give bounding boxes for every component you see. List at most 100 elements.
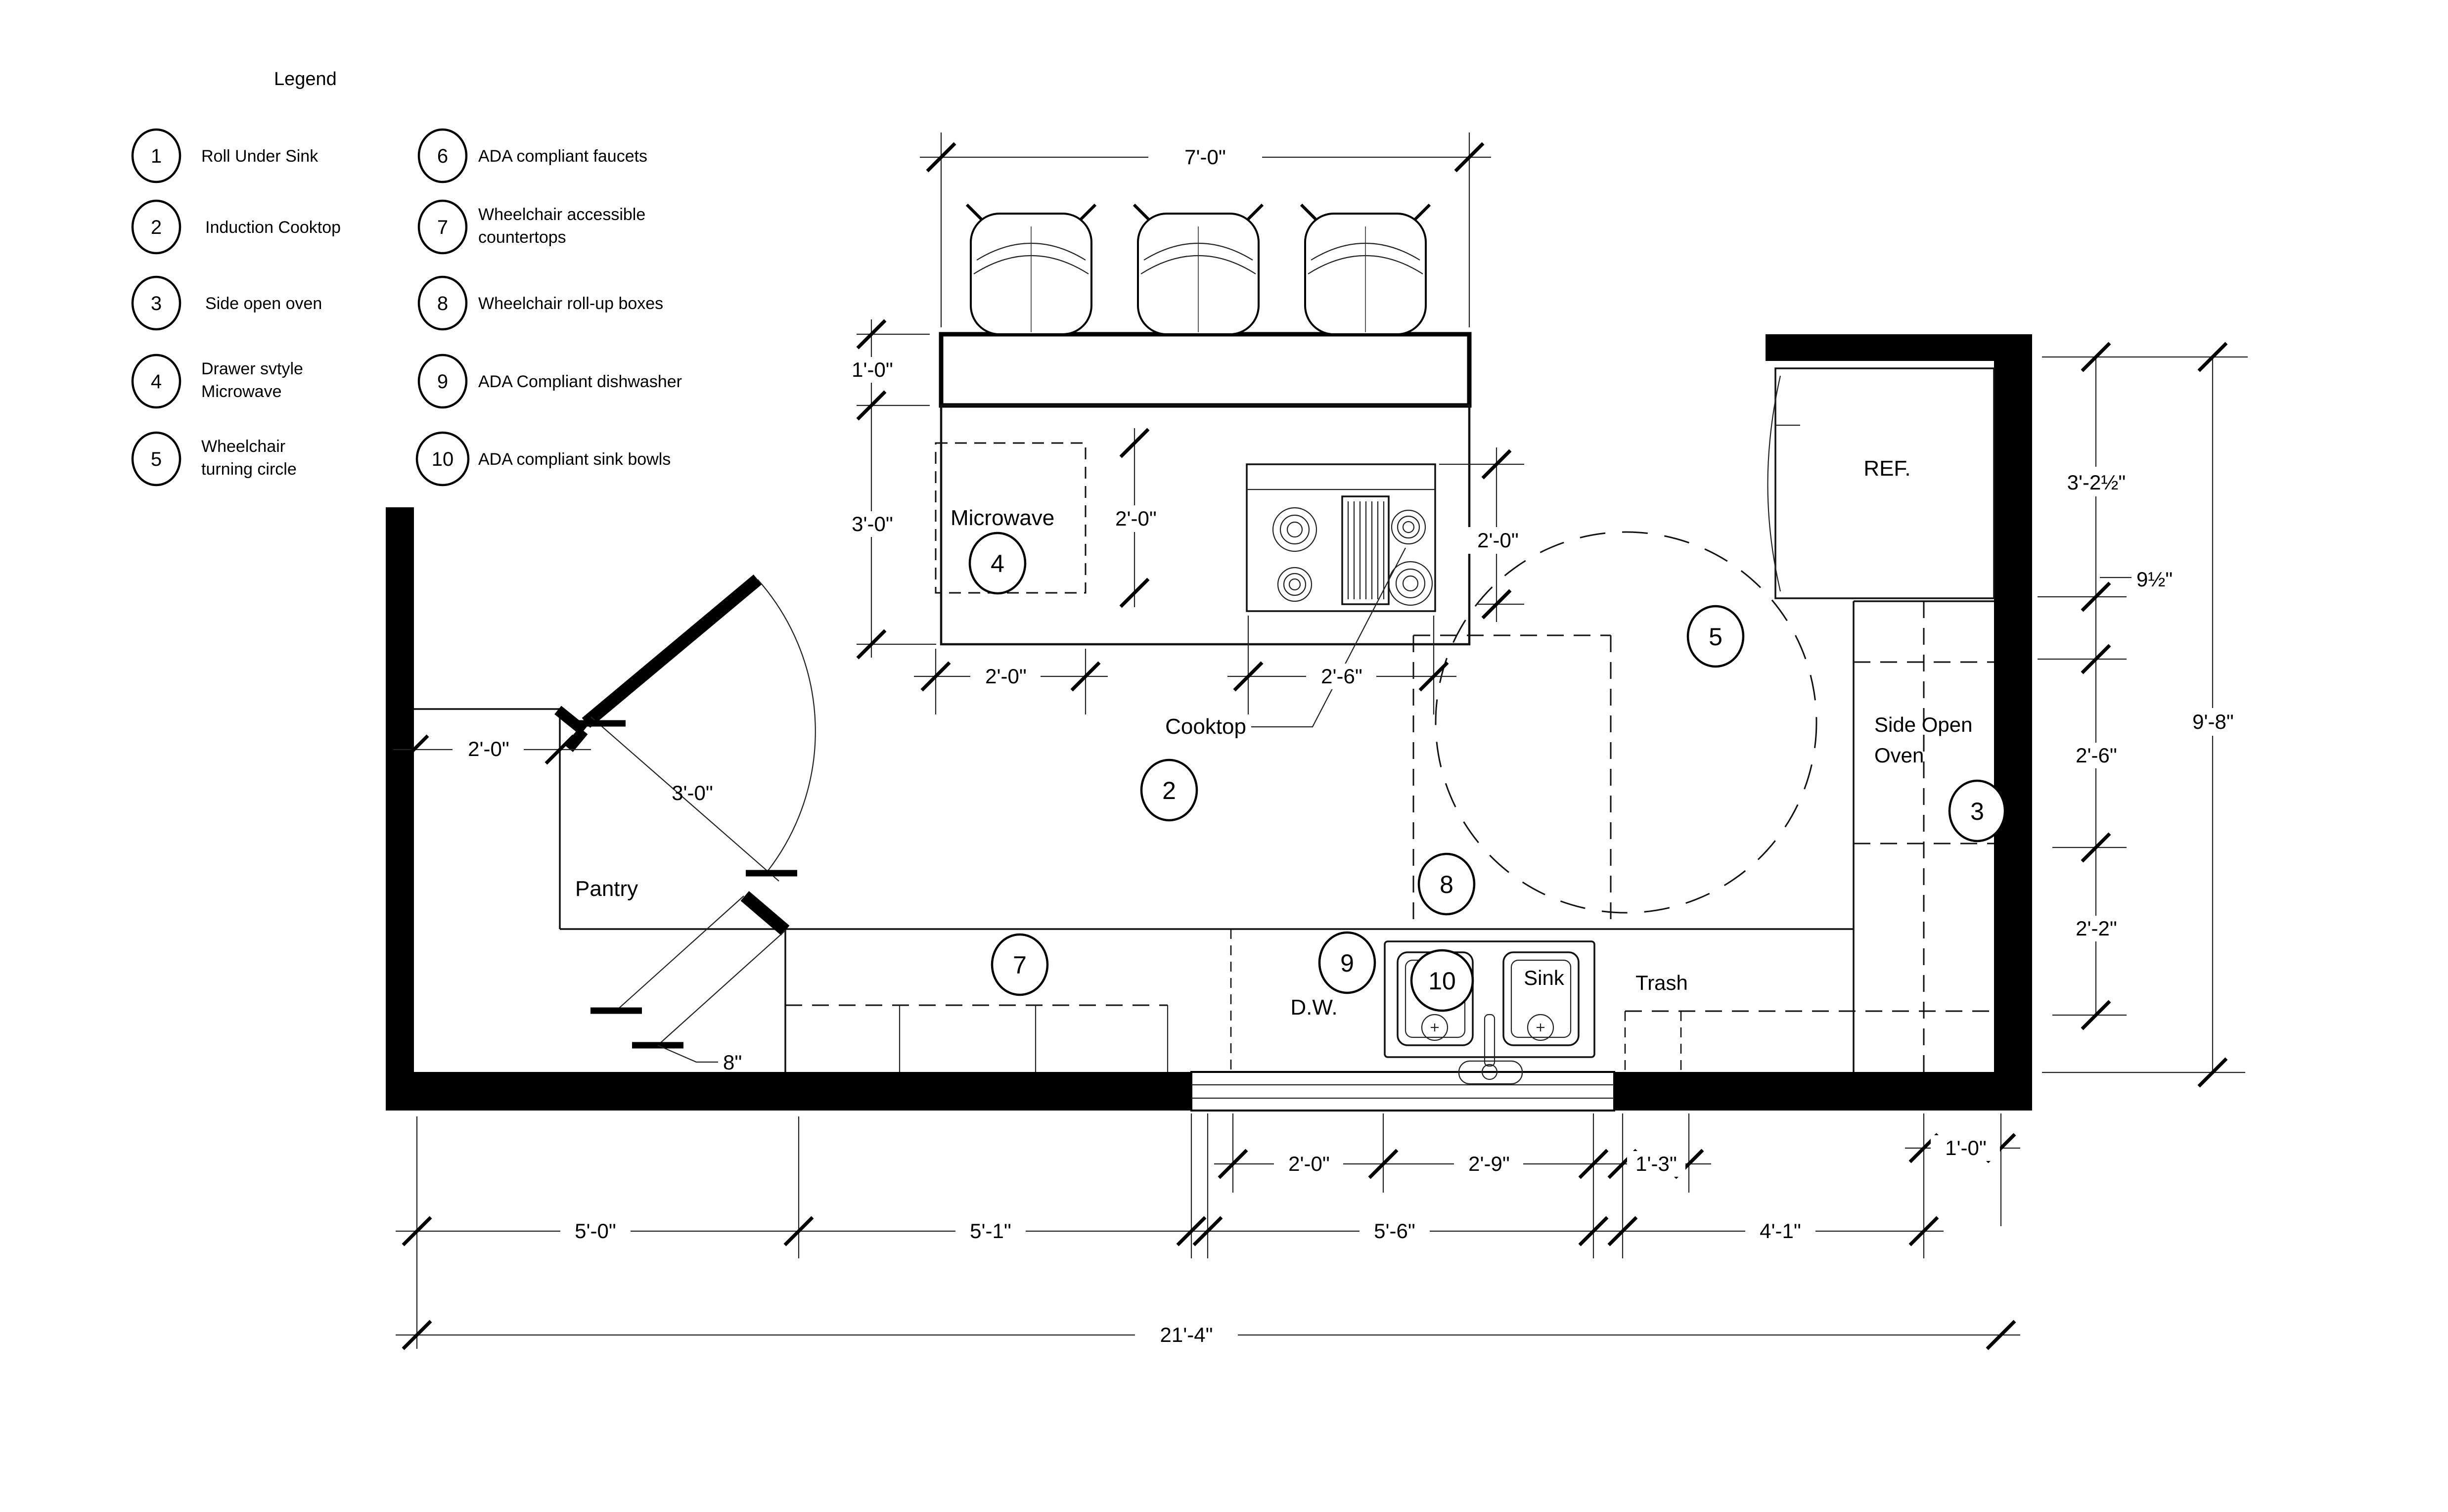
sink-label: Sink — [1524, 966, 1565, 989]
svg-text:turning circle: turning circle — [201, 460, 297, 479]
pantry-door: 3'-0" 8" — [554, 575, 816, 1074]
legend-number-circle-icon — [131, 199, 181, 255]
svg-text:8: 8 — [437, 293, 448, 314]
svg-text:5'-0": 5'-0" — [575, 1219, 616, 1243]
svg-text:2'-0": 2'-0" — [1115, 507, 1157, 530]
svg-text:3: 3 — [1970, 798, 1984, 825]
cooktop-label: Cooktop — [1165, 714, 1246, 739]
svg-text:ADA Compliant dishwasher: ADA Compliant dishwasher — [478, 372, 682, 391]
side-open-oven: Side Open Oven — [1874, 713, 1972, 767]
svg-text:10: 10 — [1428, 967, 1456, 995]
dim-microwave-clear: 2'-0" — [1101, 428, 1170, 607]
svg-text:5'-6": 5'-6" — [1374, 1219, 1415, 1243]
legend: Legend 1 Roll Under Sink 2 Induction Coo… — [131, 69, 682, 487]
right-wall — [1994, 334, 2032, 1111]
svg-text:Microwave: Microwave — [201, 382, 281, 401]
legend-item-1: 1 Roll Under Sink — [131, 128, 318, 183]
legend-number-circle-icon — [415, 431, 470, 487]
dim-bottom-row1: 2'-0" 2'-9" 1'-3" — [1214, 1113, 1711, 1258]
svg-text:2: 2 — [1162, 777, 1176, 804]
svg-text:Wheelchair roll-up boxes: Wheelchair roll-up boxes — [478, 294, 663, 313]
dim-pantry-door: 3'-0" — [672, 781, 713, 804]
door-jamb — [564, 727, 588, 753]
bottom-wall-left — [386, 1072, 1191, 1111]
svg-text:ADA compliant sink bowls: ADA compliant sink bowls — [478, 450, 671, 469]
svg-text:1: 1 — [151, 145, 162, 167]
svg-text:ADA compliant faucets: ADA compliant faucets — [478, 147, 647, 166]
island-chairs — [967, 205, 1430, 334]
svg-text:10: 10 — [432, 448, 454, 470]
svg-text:9½": 9½" — [2136, 568, 2173, 591]
dim-door-offset: 8" — [723, 1051, 742, 1074]
alcove-top-wall — [1766, 334, 2032, 361]
left-wall — [386, 507, 414, 1111]
svg-text:3'-0": 3'-0" — [852, 512, 893, 535]
legend-item-5: 5 Wheelchair turning circle — [131, 431, 297, 487]
dim-island-width: 7'-0" — [920, 133, 1491, 327]
door-leaf — [582, 575, 762, 728]
legend-number-circle-icon — [131, 128, 181, 183]
callout-4: 4 — [968, 532, 1027, 595]
wheelchair-turning-circle — [1435, 531, 1817, 914]
pantry-label: Pantry — [575, 877, 638, 901]
svg-text:2'-0": 2'-0" — [1477, 529, 1519, 552]
svg-text:Side open oven: Side open oven — [205, 294, 322, 313]
ref-door-arc — [1767, 375, 1781, 592]
legend-item-7: 7 Wheelchair accessible countertops — [417, 199, 645, 255]
cooktop-grill — [1341, 495, 1390, 605]
svg-text:9: 9 — [1340, 949, 1354, 977]
callout-2: 2 — [1140, 758, 1198, 822]
chair-icon — [1134, 205, 1263, 334]
door-jamb — [740, 891, 790, 935]
svg-text:Roll Under Sink: Roll Under Sink — [201, 147, 318, 166]
cooktop-icon — [1246, 463, 1436, 612]
callout-7: 7 — [991, 933, 1049, 996]
door-swing-arc — [757, 579, 816, 872]
svg-text:4: 4 — [991, 550, 1004, 578]
legend-number-circle-icon — [131, 354, 181, 409]
svg-text:Wheelchair: Wheelchair — [201, 437, 285, 456]
svg-text:1'-0": 1'-0" — [852, 358, 893, 381]
svg-text:Wheelchair accessible: Wheelchair accessible — [478, 205, 645, 224]
legend-item-3: 3 Side open oven — [131, 275, 322, 331]
svg-text:5'-1": 5'-1" — [970, 1219, 1011, 1243]
dim-cooktop-clear: 2'-0" — [1439, 447, 1532, 622]
oven-label-line2: Oven — [1874, 744, 1924, 767]
chair-icon — [967, 205, 1095, 334]
legend-item-8: 8 Wheelchair roll-up boxes — [417, 275, 663, 331]
svg-text:2'-6": 2'-6" — [2076, 744, 2117, 767]
dim-below-island: 2'-0" 2'-6" — [914, 616, 1456, 714]
svg-text:7: 7 — [437, 217, 448, 238]
dim-pantry-counter: 2'-0" — [393, 736, 591, 763]
sink-unit: Sink — [1384, 940, 1595, 1085]
refrigerator: REF. — [1767, 367, 1995, 599]
svg-text:7'-0": 7'-0" — [1184, 145, 1226, 169]
clear-floor-dashed-rect — [1412, 634, 1612, 929]
svg-text:2'-9": 2'-9" — [1468, 1152, 1510, 1175]
svg-text:5: 5 — [1709, 623, 1723, 651]
svg-text:Induction Cooktop: Induction Cooktop — [205, 218, 341, 237]
legend-number-circle-icon — [417, 354, 468, 409]
svg-text:2'-6": 2'-6" — [1321, 665, 1362, 688]
callout-9: 9 — [1318, 931, 1376, 994]
svg-text:7: 7 — [1013, 951, 1027, 979]
window — [1190, 1071, 1615, 1112]
svg-text:4'-1": 4'-1" — [1760, 1219, 1801, 1243]
callout-5: 5 — [1686, 605, 1745, 668]
ref-label: REF. — [1863, 456, 1910, 481]
faucet-icon — [1458, 1014, 1523, 1085]
callout-circles: 4 2 5 3 7 8 9 10 — [968, 532, 2006, 1012]
callout-8: 8 — [1417, 852, 1476, 916]
svg-text:2'-0": 2'-0" — [468, 737, 509, 760]
legend-number-circle-icon — [417, 128, 468, 183]
svg-text:2'-0": 2'-0" — [1288, 1152, 1330, 1175]
svg-text:2'-0": 2'-0" — [985, 665, 1027, 688]
svg-text:9: 9 — [437, 371, 448, 393]
dim-bottom-row2: 5'-0" 5'-1" 5'-6" 4'-1" — [396, 1113, 1944, 1349]
callout-3: 3 — [1948, 779, 2006, 843]
legend-number-circle-icon — [131, 431, 181, 487]
cooktop-callout: Cooktop — [1165, 547, 1406, 739]
walls — [386, 334, 2032, 1111]
bottom-wall-right — [1614, 1072, 2032, 1111]
